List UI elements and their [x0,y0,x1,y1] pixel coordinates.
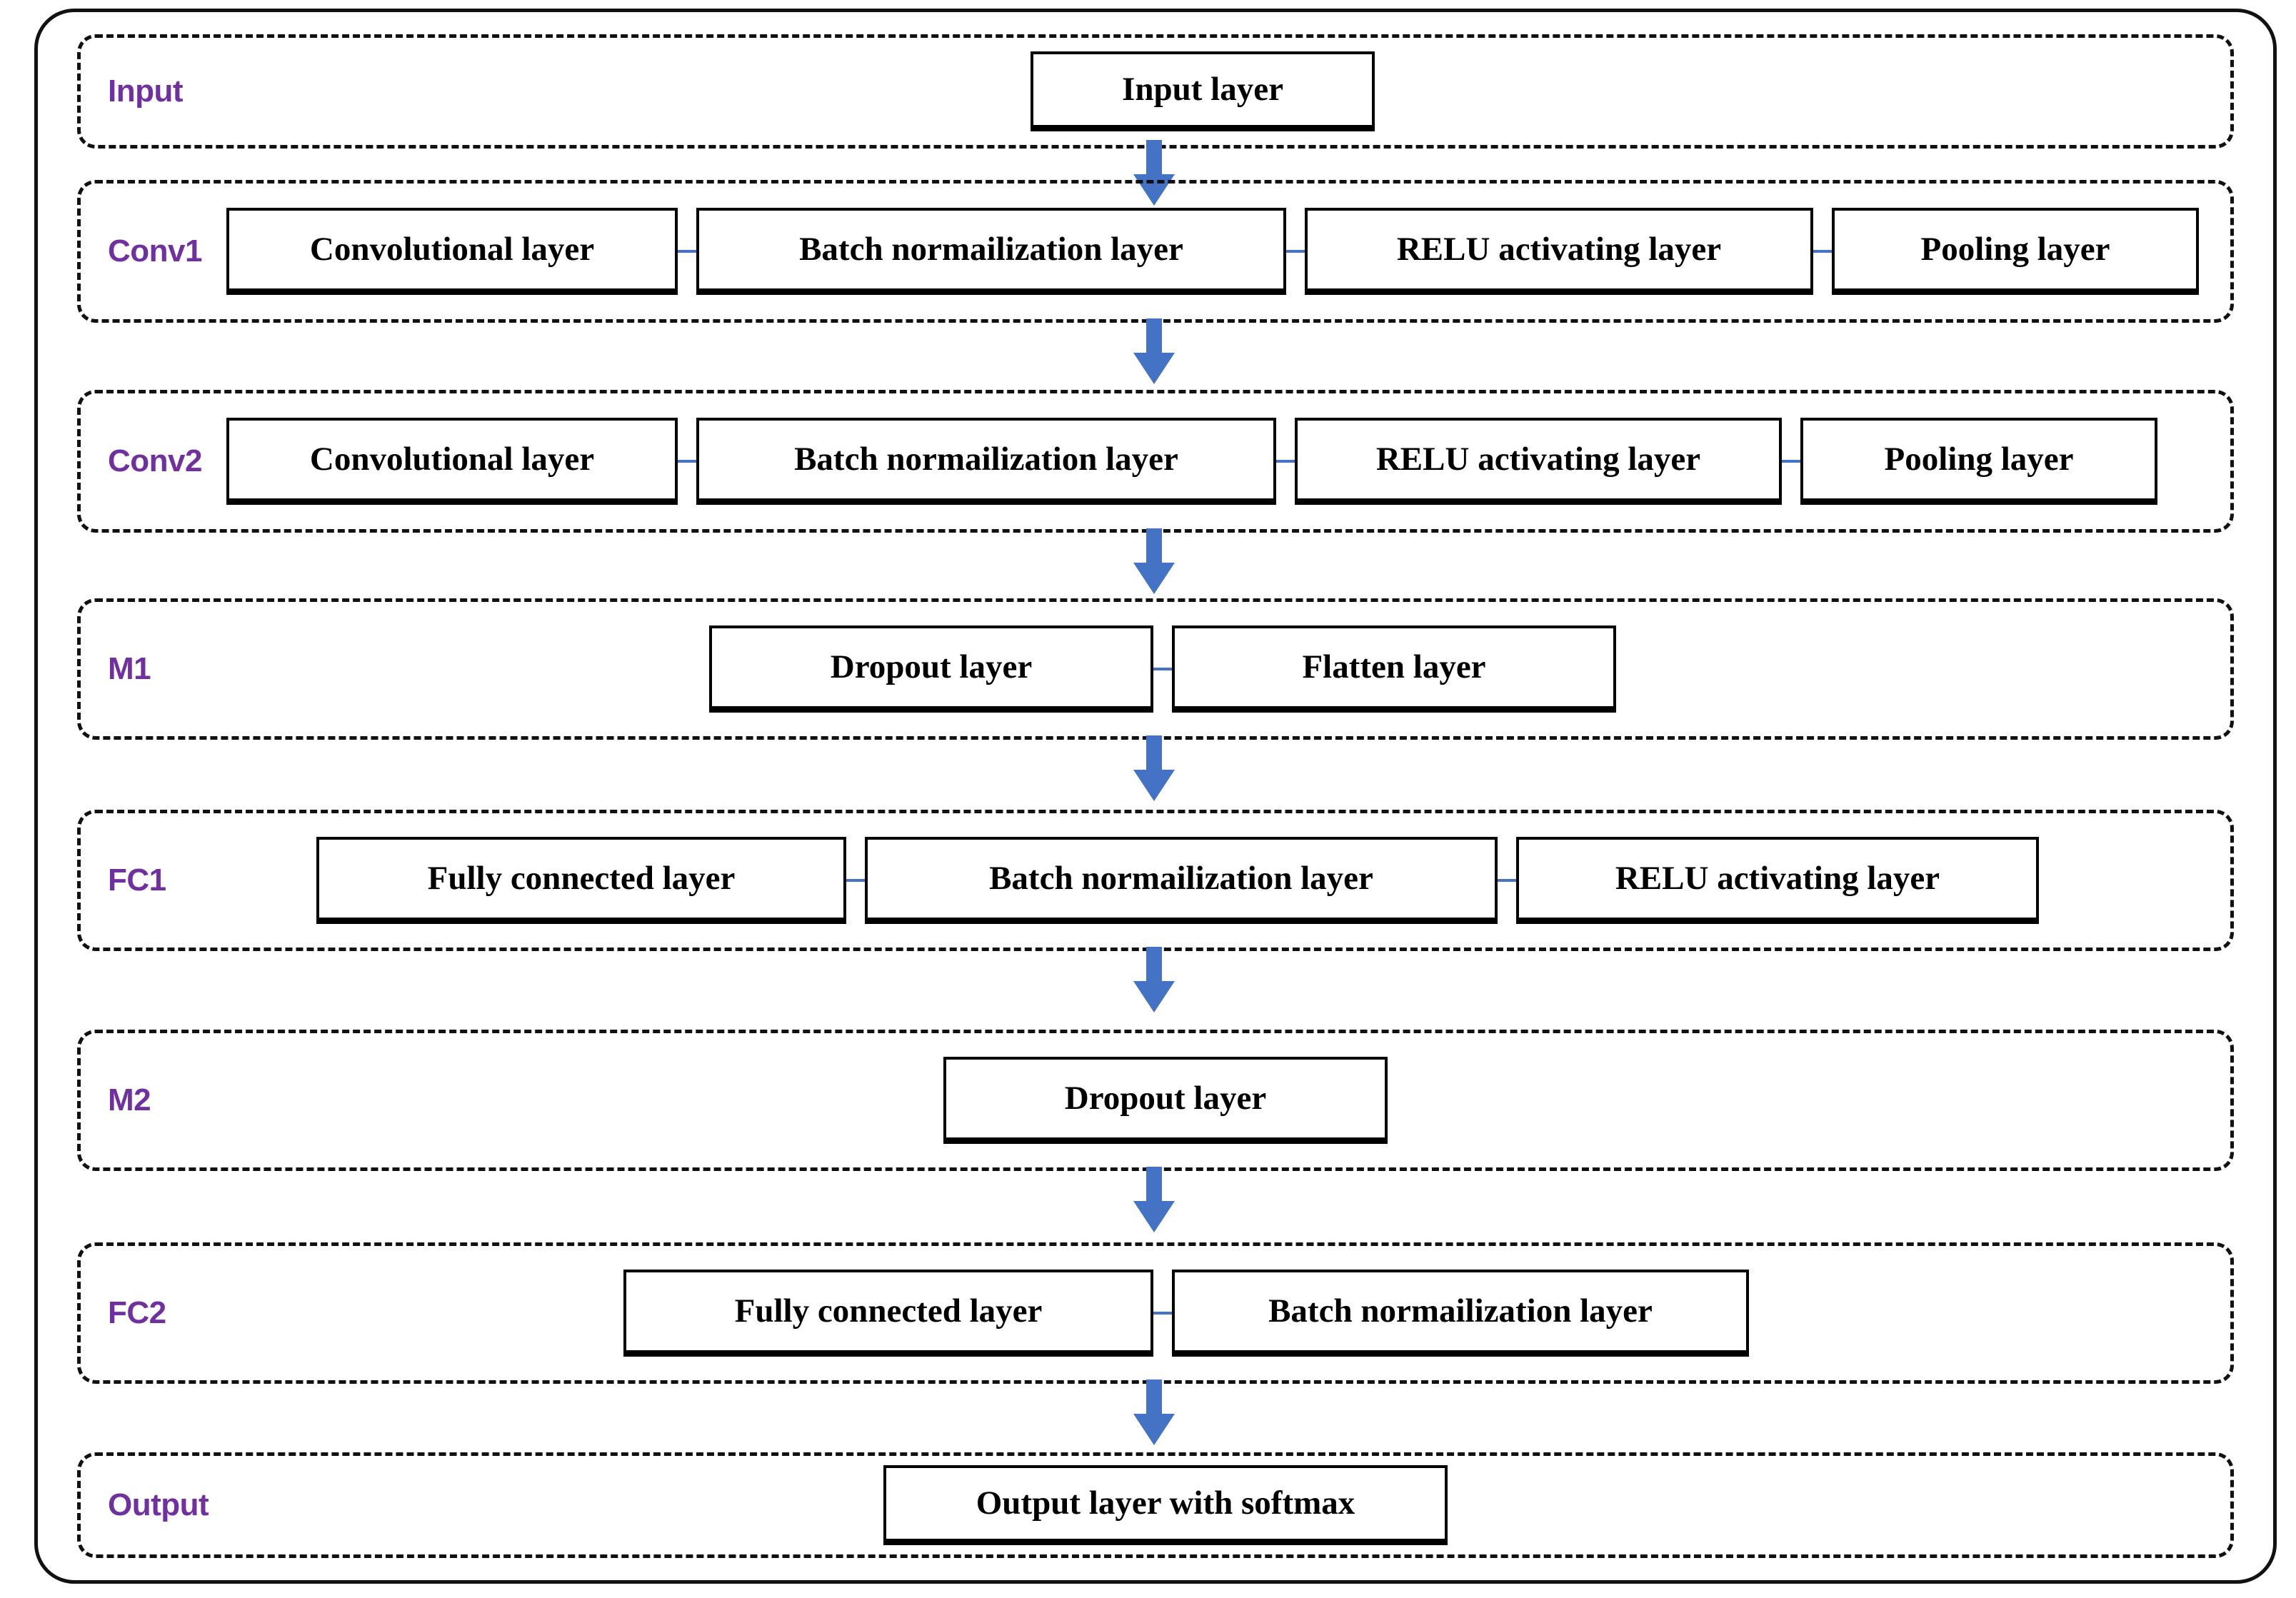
layer-box-fc1-fully-connected[interactable]: Fully connected layer [316,837,846,924]
connector-icon [846,879,865,882]
box-track-m1: Dropout layer Flatten layer [709,625,1616,713]
stage-label-conv1: Conv1 [108,233,202,268]
connector-icon [1153,668,1172,670]
layer-box-fc2-fully-connected[interactable]: Fully connected layer [623,1270,1153,1357]
stage-group-fc2: FC2 Fully connected layer Batch normaili… [77,1242,2234,1384]
layer-box-conv1-batchnorm[interactable]: Batch normailization layer [696,208,1286,295]
layer-box-input-layer[interactable]: Input layer [1031,51,1375,131]
layer-box-m1-flatten[interactable]: Flatten layer [1172,625,1616,713]
box-track-conv2: Convolutional layer Batch normailization… [226,418,2157,505]
layer-box-m1-dropout[interactable]: Dropout layer [709,625,1153,713]
connector-icon [1498,879,1516,882]
layer-box-conv2-convolutional[interactable]: Convolutional layer [226,418,678,505]
arrow-m1-to-fc1 [1133,735,1175,801]
connector-icon [1276,460,1295,463]
layer-box-fc2-batchnorm[interactable]: Batch normailization layer [1172,1270,1749,1357]
connector-icon [1153,1312,1172,1315]
stage-group-m2: M2 Dropout layer [77,1030,2234,1171]
layer-box-m2-dropout[interactable]: Dropout layer [943,1057,1388,1144]
stage-label-m2: M2 [108,1082,151,1117]
arrow-conv2-to-m1 [1133,528,1175,594]
stage-label-input: Input [108,74,184,109]
stage-group-output: Output Output layer with softmax [77,1452,2234,1558]
stage-label-fc1: FC1 [108,863,166,898]
layer-box-fc1-batchnorm[interactable]: Batch normailization layer [865,837,1498,924]
connector-icon [678,460,696,463]
layer-box-conv1-pooling[interactable]: Pooling layer [1832,208,2199,295]
arrow-fc2-to-output [1133,1380,1175,1445]
outer-frame [34,9,2277,1584]
connector-icon [1813,250,1832,253]
box-track-m2: Dropout layer [943,1057,1388,1144]
stage-label-fc2: FC2 [108,1295,166,1330]
layer-box-conv1-convolutional[interactable]: Convolutional layer [226,208,678,295]
layer-box-fc1-relu[interactable]: RELU activating layer [1516,837,2039,924]
box-track-fc1: Fully connected layer Batch normailizati… [316,837,2039,924]
stage-label-output: Output [108,1487,209,1522]
layer-box-conv2-relu[interactable]: RELU activating layer [1295,418,1782,505]
arrow-m2-to-fc2 [1133,1167,1175,1232]
stage-label-m1: M1 [108,651,151,686]
stage-label-conv2: Conv2 [108,443,202,478]
stage-group-conv1: Conv1 Convolutional layer Batch normaili… [77,180,2234,323]
connector-icon [678,250,696,253]
box-track-input: Input layer [1031,51,1375,131]
arrow-input-to-conv1 [1133,140,1175,206]
stage-group-fc1: FC1 Fully connected layer Batch normaili… [77,810,2234,951]
box-track-conv1: Convolutional layer Batch normailization… [226,208,2199,295]
stage-group-input: Input Input layer [77,34,2234,149]
layer-box-conv2-pooling[interactable]: Pooling layer [1800,418,2157,505]
layer-box-conv1-relu[interactable]: RELU activating layer [1305,208,1813,295]
connector-icon [1782,460,1800,463]
box-track-output: Output layer with softmax [883,1465,1448,1545]
connector-icon [1286,250,1305,253]
stage-group-conv2: Conv2 Convolutional layer Batch normaili… [77,390,2234,533]
layer-box-output-softmax[interactable]: Output layer with softmax [883,1465,1448,1545]
box-track-fc2: Fully connected layer Batch normailizati… [623,1270,1749,1357]
arrow-conv1-to-conv2 [1133,318,1175,384]
arrow-fc1-to-m2 [1133,947,1175,1012]
layer-box-conv2-batchnorm[interactable]: Batch normailization layer [696,418,1276,505]
stage-group-m1: M1 Dropout layer Flatten layer [77,598,2234,740]
